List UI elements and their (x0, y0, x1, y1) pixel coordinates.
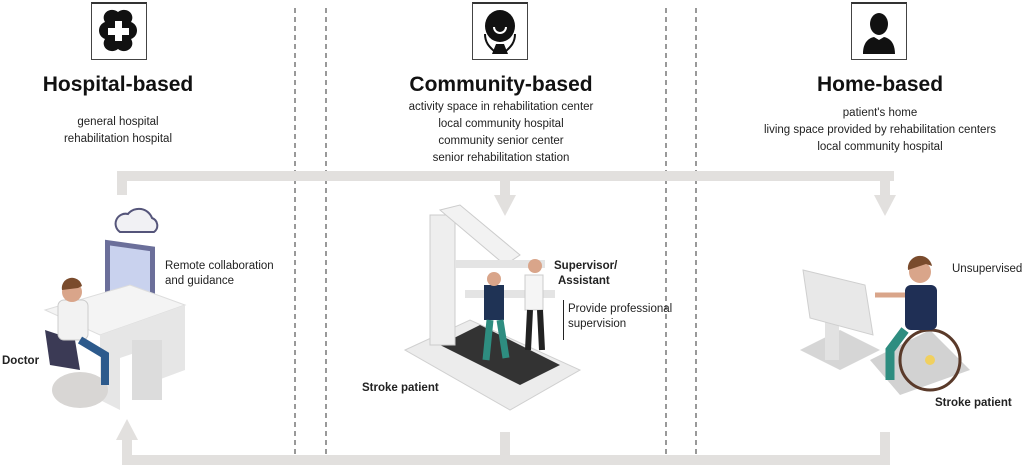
treadmill-gait-trainer-illustration (403, 204, 582, 411)
setting-item: local community hospital (817, 141, 943, 153)
community-settings-list: activity space in rehabilitation center … (341, 99, 661, 167)
person-icon (851, 2, 907, 60)
doctor-at-desk-illustration (43, 207, 187, 410)
setting-item: living space provided by rehabilitation … (763, 124, 997, 136)
setting-item: senior rehabilitation station (432, 152, 570, 164)
callout-line (563, 300, 564, 340)
doctor-label: Doctor (2, 355, 40, 367)
wheelchair-patient-illustration (800, 255, 970, 395)
setting-item: local community hospital (438, 118, 564, 130)
column-title-community: Community-based (409, 73, 593, 96)
setting-item: community senior center (438, 135, 564, 147)
column-title-hospital: Hospital-based (42, 73, 194, 96)
setting-item: general hospital (77, 116, 159, 128)
hospital-settings-list: general hospital rehabilitation hospital (0, 114, 278, 148)
column-title-home: Home-based (816, 73, 944, 96)
bottom-flow-arrow (116, 419, 890, 465)
supervisor-label: Supervisor/Assistant (554, 260, 618, 287)
supported-person-icon (472, 2, 528, 60)
stroke-patient-community-label: Stroke patient (362, 382, 439, 394)
home-settings-list: patient's home living space provided by … (720, 105, 1024, 156)
unsupervised-label: Unsupervised (952, 263, 1023, 275)
medical-cross-icon (91, 2, 147, 60)
setting-item: patient's home (842, 107, 918, 119)
column-dividers (294, 8, 697, 462)
setting-item: activity space in rehabilitation center (408, 101, 594, 113)
stroke-patient-home-label: Stroke patient (935, 397, 1012, 409)
top-flow-arrow (117, 171, 896, 216)
setting-item: rehabilitation hospital (63, 133, 173, 145)
